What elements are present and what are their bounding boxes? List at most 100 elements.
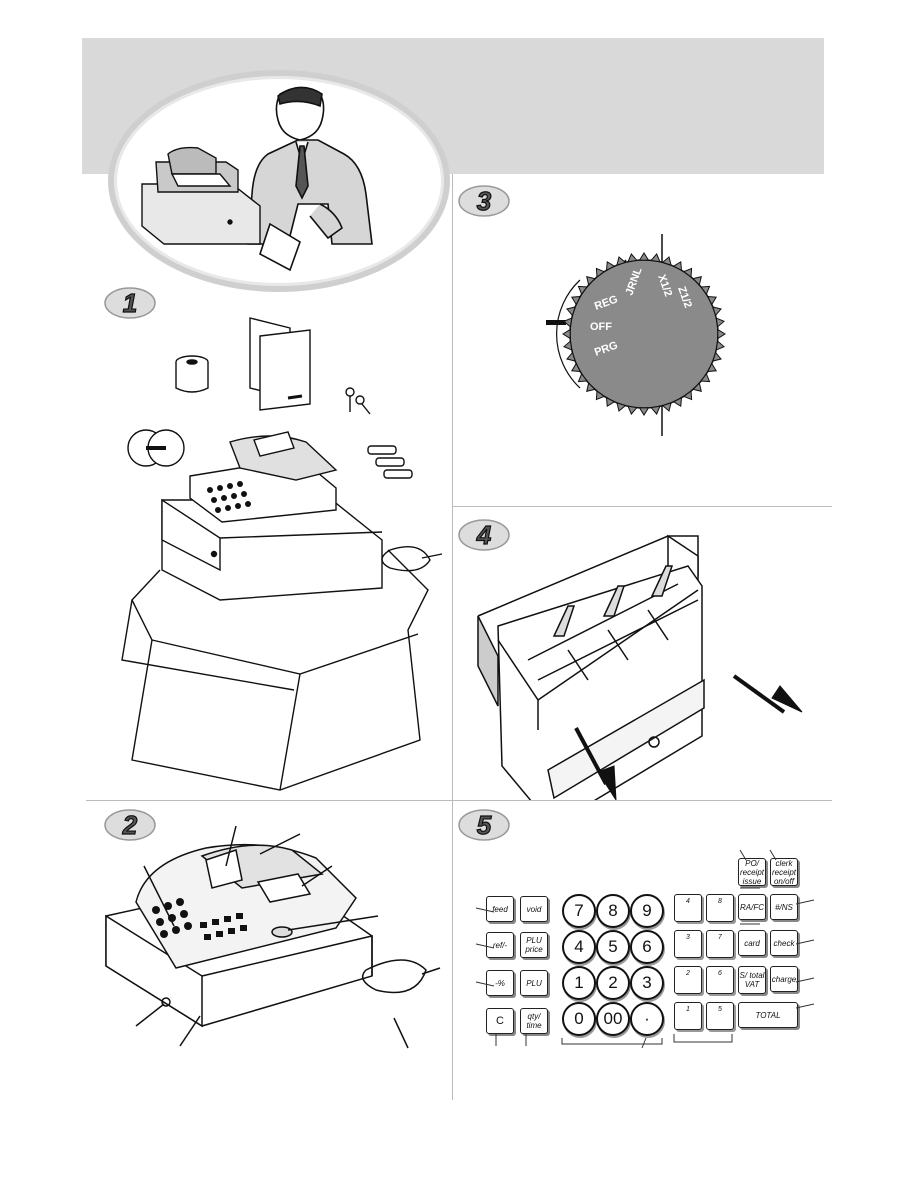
key-8[interactable]: 8 <box>596 894 630 928</box>
dial-tooth <box>577 285 588 296</box>
section-divider-3-4 <box>452 506 832 507</box>
dial-tooth <box>661 402 672 412</box>
key-department-4[interactable]: 4 <box>674 894 702 922</box>
dial-tooth <box>586 276 596 286</box>
key-3[interactable]: 3 <box>630 966 664 1000</box>
dial-tooth <box>638 252 650 261</box>
dial-tooth <box>706 362 718 373</box>
spool-icon <box>127 429 185 467</box>
step-badge-1: 1 <box>104 286 156 319</box>
key-00[interactable]: 00 <box>596 1002 630 1036</box>
svg-text:3: 3 <box>477 186 492 216</box>
dial-tooth <box>627 405 638 415</box>
paper-roll-icon <box>175 355 209 393</box>
key-4[interactable]: 4 <box>562 930 596 964</box>
key-qty-time[interactable]: qty/ time <box>520 1008 548 1034</box>
key-clear[interactable]: C <box>486 1008 514 1034</box>
dial-tooth <box>570 362 582 373</box>
dial-tooth <box>717 328 726 340</box>
key-check[interactable]: check <box>770 930 798 956</box>
intro-illustration <box>141 86 373 272</box>
dial-tooth <box>570 295 582 306</box>
step-badge-5: 5 <box>458 808 510 841</box>
dial-tooth <box>616 402 627 412</box>
key-feed[interactable]: feed <box>486 896 514 922</box>
dial-tooth <box>605 396 616 408</box>
key-9[interactable]: 9 <box>630 894 664 928</box>
dial-tooth <box>715 317 725 328</box>
dial-tooth <box>661 256 672 266</box>
dial-tooth <box>605 260 616 272</box>
svg-text:5: 5 <box>477 810 492 840</box>
key-percent-discount[interactable]: -% <box>486 970 514 996</box>
key-department-5[interactable]: 5 <box>706 1002 734 1030</box>
dial-tooth <box>577 372 588 383</box>
key-decimal[interactable]: · <box>630 1002 664 1036</box>
dial-tooth <box>692 382 702 392</box>
dial-tooth <box>595 267 606 278</box>
dial-tooth <box>682 390 693 401</box>
register-parts-illustration <box>105 825 441 1049</box>
dial-tooth <box>595 390 606 401</box>
svg-text:2: 2 <box>122 810 138 840</box>
key-void[interactable]: void <box>520 896 548 922</box>
dial-tooth <box>563 317 573 328</box>
dial-tooth <box>700 372 711 383</box>
dial-tooth <box>563 340 573 351</box>
step-badge-4: 4 <box>458 518 510 551</box>
key-0[interactable]: 0 <box>562 1002 596 1036</box>
dial-tooth <box>706 295 718 306</box>
dial-tooth <box>672 396 683 408</box>
dial-tooth <box>700 285 711 296</box>
keys-icon <box>345 387 371 415</box>
key-subtotal-vat[interactable]: S/ total VAT <box>738 966 766 994</box>
dial-tooth <box>586 382 596 392</box>
dial-tooth <box>638 407 650 416</box>
dial-position-off: OFF <box>590 321 612 333</box>
dial-tooth <box>712 306 722 317</box>
key-department-1[interactable]: 1 <box>674 1002 702 1030</box>
key-no-sale[interactable]: #/NS <box>770 894 798 920</box>
key-department-6[interactable]: 6 <box>706 966 734 994</box>
key-5[interactable]: 5 <box>596 930 630 964</box>
pull-arrow-icon <box>574 674 803 800</box>
key-7[interactable]: 7 <box>562 894 596 928</box>
dial-tooth <box>650 253 661 263</box>
dial-tooth <box>616 256 627 266</box>
key-1[interactable]: 1 <box>562 966 596 1000</box>
key-department-2[interactable]: 2 <box>674 966 702 994</box>
cash-register-illustration <box>161 431 443 601</box>
key-plu-price[interactable]: PLU price <box>520 932 548 958</box>
batteries-icon <box>367 445 413 479</box>
key-refund[interactable]: ref/- <box>486 932 514 958</box>
unpacking-illustration <box>121 317 443 791</box>
key-department-7[interactable]: 7 <box>706 930 734 958</box>
step-badge-3: 3 <box>458 184 510 217</box>
key-charge[interactable]: charge <box>770 966 798 992</box>
key-card[interactable]: card <box>738 930 766 956</box>
key-ra-fc[interactable]: RA/FC <box>738 894 766 920</box>
dial-tooth <box>566 351 576 362</box>
key-6[interactable]: 6 <box>630 930 664 964</box>
step-badge-2: 2 <box>104 808 156 841</box>
key-clerk-receipt[interactable]: clerk receipt on/off <box>770 858 798 886</box>
dial-tooth <box>650 405 661 415</box>
dial-tooth <box>692 276 702 286</box>
key-department-3[interactable]: 3 <box>674 930 702 958</box>
svg-text:1: 1 <box>123 288 137 318</box>
dial-tooth <box>682 267 693 278</box>
mode-key-dial: REG OFF PRG JRNL X1/2 Z1/2 <box>546 234 726 436</box>
key-department-8[interactable]: 8 <box>706 894 734 922</box>
key-plu[interactable]: PLU <box>520 970 548 996</box>
svg-text:4: 4 <box>476 520 492 550</box>
key-po-receipt-issue[interactable]: PO/ receipt issue <box>738 858 766 886</box>
dial-tooth <box>562 328 571 340</box>
dial-tooth <box>715 340 725 351</box>
column-divider <box>452 174 453 1100</box>
key-total[interactable]: TOTAL <box>738 1002 798 1028</box>
section-divider-row <box>86 800 832 801</box>
key-2[interactable]: 2 <box>596 966 630 1000</box>
dial-tooth <box>672 260 683 272</box>
dial-tooth <box>566 306 576 317</box>
keyboard-callouts <box>475 849 815 1049</box>
